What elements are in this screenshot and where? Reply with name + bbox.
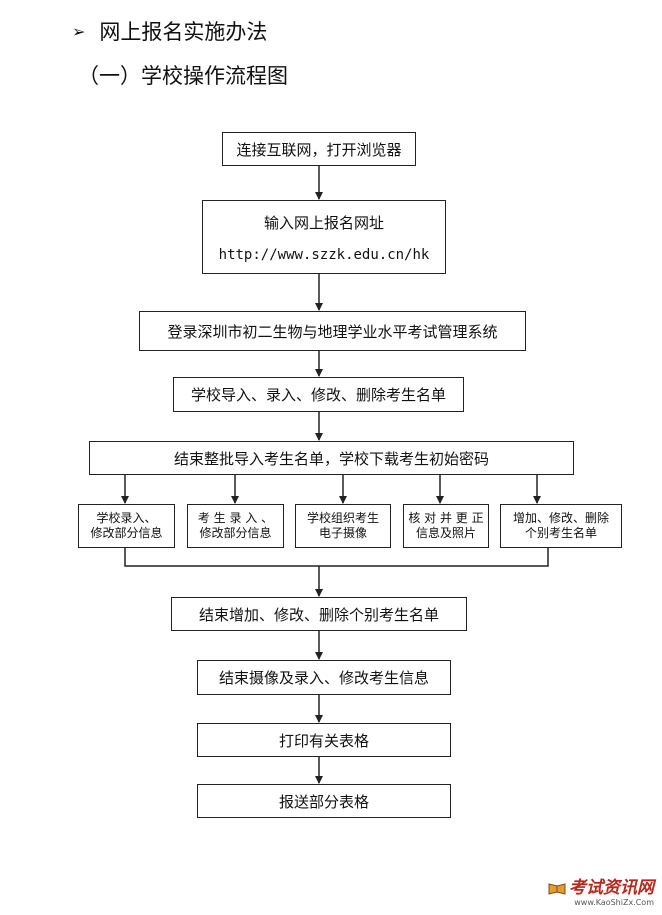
watermark-name-row: 考试资讯网 (548, 873, 654, 898)
watermark-url: www.KaoShiZx.Com (574, 898, 654, 907)
arrow-bullet-icon: ➢ (72, 22, 86, 41)
step-print-forms: 打印有关表格 (197, 723, 451, 757)
branch-label-line1: 学校录入、 (96, 511, 157, 525)
branch-modify-list: 增加、修改、删除 个别考生名单 (500, 504, 622, 548)
branch-label-line1: 考 生 录 入 、 (197, 511, 274, 525)
watermark-name: 考试资讯网 (569, 878, 654, 898)
step-login-system: 登录深圳市初二生物与地理学业水平考试管理系统 (139, 311, 526, 351)
watermark: 考试资讯网 www.KaoShiZx.Com (548, 873, 654, 907)
step-finish-modify: 结束增加、修改、删除个别考生名单 (171, 597, 467, 631)
step-import-list-label: 学校导入、录入、修改、删除考生名单 (190, 386, 446, 404)
book-logo-icon (548, 883, 566, 895)
branch-label-line2: 修改部分信息 (90, 526, 163, 540)
step-connect-internet: 连接互联网，打开浏览器 (222, 132, 416, 166)
step-submit-forms-label: 报送部分表格 (278, 792, 369, 811)
branch-label-line2: 电子摄像 (318, 526, 367, 540)
branch-label-line1: 核 对 并 更 正 (408, 511, 484, 525)
step-finish-photo-label: 结束摄像及录入、修改考生信息 (218, 669, 429, 687)
step-finish-import-label: 结束整批导入考生名单，学校下载考生初始密码 (173, 449, 489, 468)
branch-label-line1: 学校组织考生 (306, 511, 379, 525)
merge-bracket (124, 547, 549, 567)
branch-label-line2: 信息及照片 (415, 526, 476, 540)
step-finish-import: 结束整批导入考生名单，学校下载考生初始密码 (89, 441, 574, 475)
section-title: 网上报名实施办法 (99, 20, 268, 44)
step-finish-photo: 结束摄像及录入、修改考生信息 (197, 660, 451, 695)
branch-verify: 核 对 并 更 正 信息及照片 (403, 504, 489, 548)
step-finish-modify-label: 结束增加、修改、删除个别考生名单 (198, 605, 439, 624)
subsection-title: （一）学校操作流程图 (78, 64, 288, 88)
step-login-system-label: 登录深圳市初二生物与地理学业水平考试管理系统 (167, 322, 498, 341)
step-enter-url: 输入网上报名网址 http://www.szzk.edu.cn/hk (202, 200, 446, 274)
step-enter-url-label: 输入网上报名网址 (263, 213, 384, 232)
step-import-list: 学校导入、录入、修改、删除考生名单 (173, 377, 464, 412)
branch-school-entry: 学校录入、 修改部分信息 (78, 504, 175, 548)
branch-student-entry: 考 生 录 入 、 修改部分信息 (187, 504, 284, 548)
branch-label-line2: 修改部分信息 (199, 526, 272, 540)
branch-label-line1: 增加、修改、删除 (512, 511, 609, 525)
branch-photo: 学校组织考生 电子摄像 (295, 504, 391, 548)
step-connect-internet-label: 连接互联网，打开浏览器 (236, 140, 402, 159)
registration-url: http://www.szzk.edu.cn/hk (218, 246, 430, 263)
section-heading: ➢ 网上报名实施办法 (72, 16, 267, 46)
step-print-forms-label: 打印有关表格 (278, 731, 369, 750)
step-submit-forms: 报送部分表格 (197, 784, 451, 818)
branch-label-line2: 个别考生名单 (524, 526, 597, 540)
